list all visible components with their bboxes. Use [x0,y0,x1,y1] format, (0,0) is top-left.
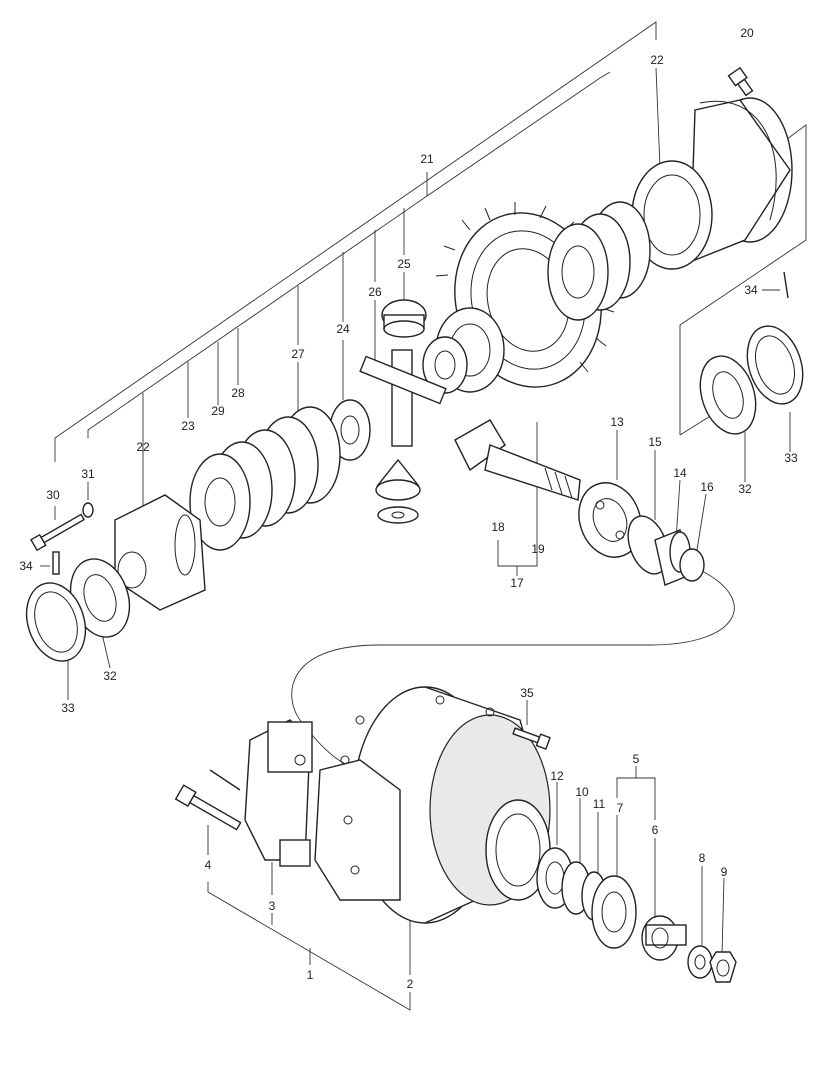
callout-16: 16 [700,480,714,494]
callout-3: 3 [269,899,276,913]
pin-34-right [783,271,789,299]
callout-31: 31 [81,467,95,481]
bolt-30 [30,513,85,552]
ring-16 [679,548,705,582]
callout-23: 23 [181,419,195,433]
callout-34-left: 34 [19,559,33,573]
callout-10: 10 [575,785,589,799]
callout-7: 7 [617,801,624,815]
callout-21: 21 [420,152,434,166]
nut-33-left [25,582,87,662]
pinion-shaft [454,419,581,501]
callout-4: 4 [205,858,212,872]
callout-5: 5 [633,752,640,766]
callout-27: 27 [291,347,305,361]
callout-30: 30 [46,488,60,502]
clutch-plates-left [189,399,371,551]
bolt-20 [727,66,754,97]
callout-34-right: 34 [744,283,758,297]
bearing-13 [578,482,642,558]
bearing-cap-3 [209,719,313,867]
clutch-plates-upper [547,201,651,321]
callout-19: 19 [531,542,545,556]
flange-6 [641,915,687,961]
callout-1: 1 [307,968,314,982]
nut-9 [709,951,737,983]
callout-12: 12 [550,769,564,783]
carrier-housing-2 [314,686,551,924]
callout-32-left: 32 [103,669,117,683]
bearing-32-right [699,355,757,435]
callout-28: 28 [231,386,245,400]
callout-20: 20 [740,26,754,40]
callout-8: 8 [699,851,706,865]
callout-17: 17 [510,576,524,590]
callout-32-right: 32 [738,482,752,496]
seal-7 [591,875,637,949]
callout-25: 25 [397,257,411,271]
callout-22-left: 22 [136,440,150,454]
washer-8 [687,945,713,979]
leader-lines [40,21,807,1011]
callout-14: 14 [673,466,687,480]
callout-33-left: 33 [61,701,75,715]
bolt-4 [174,784,242,831]
callout-35: 35 [520,686,534,700]
callout-22-upper: 22 [650,53,664,67]
callout-labels: 1 2 3 4 5 6 7 8 9 10 11 12 13 14 15 16 1… [19,26,798,991]
diff-carrier-housing [631,97,793,270]
nut-33-right [746,325,804,405]
bolt-35 [512,727,551,750]
pin-34-left [52,551,60,575]
callout-9: 9 [721,865,728,879]
spider-assembly [359,299,505,524]
callout-11: 11 [593,797,606,811]
callout-24: 24 [336,322,350,336]
part-drawings [25,66,804,983]
callout-15: 15 [648,435,662,449]
callout-29: 29 [211,404,225,418]
callout-6: 6 [652,823,659,837]
washer-31 [82,502,94,518]
callout-26: 26 [368,285,382,299]
callout-33-right: 33 [784,451,798,465]
callout-18: 18 [491,520,505,534]
callout-2: 2 [407,977,414,991]
callout-13: 13 [610,415,624,429]
